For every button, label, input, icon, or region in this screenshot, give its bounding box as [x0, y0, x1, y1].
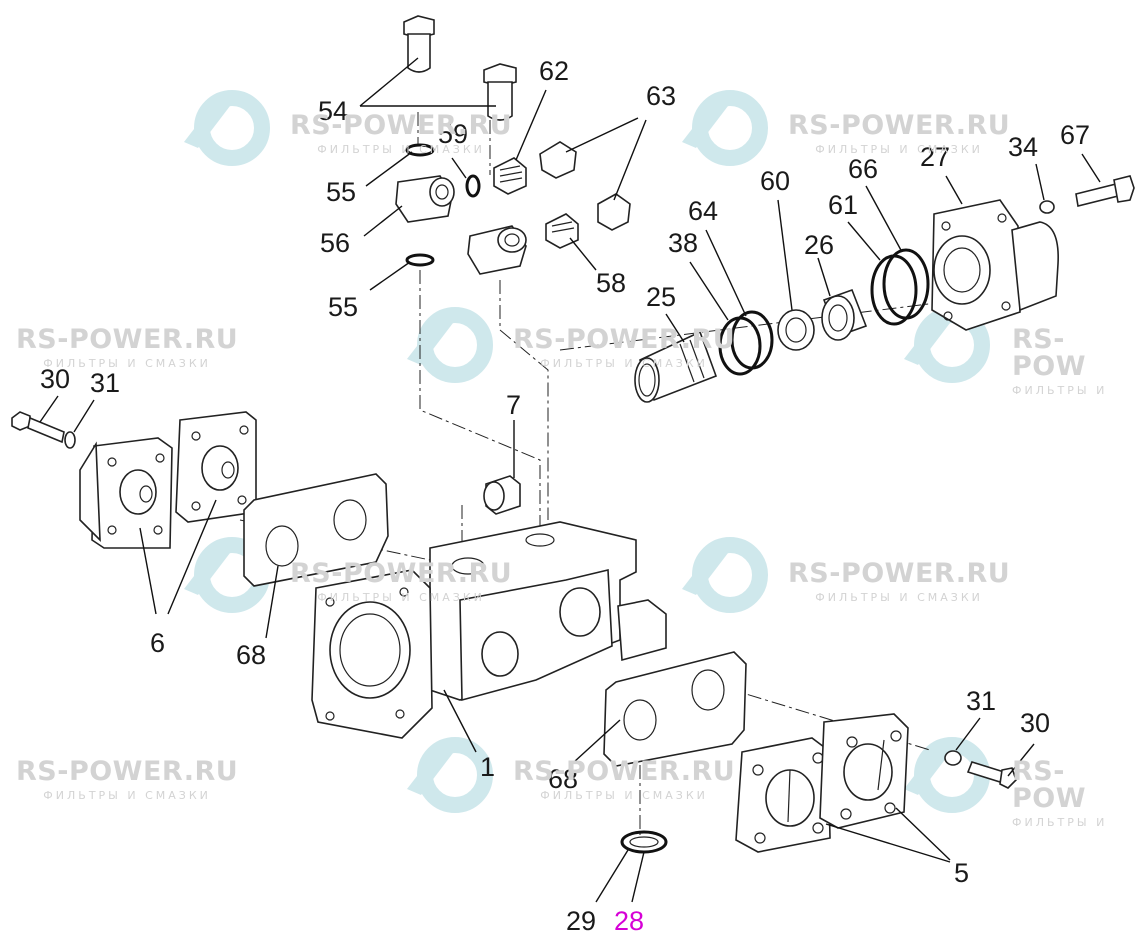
callout-5: 5 — [954, 858, 969, 888]
callout-29: 29 — [566, 906, 596, 936]
end-cover-5-front — [735, 737, 831, 853]
callout-61: 61 — [828, 190, 858, 220]
nut-63-upper — [539, 141, 577, 179]
bolt-30-left — [11, 411, 65, 444]
callout-1: 1 — [480, 752, 495, 782]
watermark-logo-marks — [184, 90, 990, 813]
watermark-logo-icon — [682, 537, 768, 613]
bushing-26 — [821, 288, 868, 341]
cover-27 — [931, 199, 1059, 331]
callout-31-left: 31 — [90, 368, 120, 398]
plug-7 — [483, 475, 521, 515]
bolt-67 — [1075, 175, 1135, 207]
callout-55-upper: 55 — [326, 177, 356, 207]
washer-31-right — [944, 750, 962, 766]
callout-64: 64 — [688, 196, 718, 226]
end-cover-6-inner — [175, 411, 257, 523]
watermark-logo-icon — [184, 90, 270, 166]
callout-30-left: 30 — [40, 364, 70, 394]
bolt-54-right — [483, 63, 517, 121]
callout-68-right: 68 — [548, 764, 578, 794]
callout-67: 67 — [1060, 120, 1090, 150]
callout-30-right: 30 — [1020, 708, 1050, 738]
watermark-logo-icon — [407, 307, 493, 383]
adapter-62 — [493, 157, 527, 195]
callout-58: 58 — [596, 268, 626, 298]
callout-55-lower: 55 — [328, 292, 358, 322]
backup-ring-66 — [882, 248, 930, 320]
o-ring-38 — [718, 316, 762, 376]
bolt-30-right — [966, 761, 1017, 789]
washer-34 — [1039, 200, 1055, 214]
leader-lines — [39, 57, 1101, 903]
watermark-logo-icon — [904, 737, 990, 813]
callout-62: 62 — [539, 56, 569, 86]
backup-ring-64 — [730, 310, 774, 370]
callout-38: 38 — [668, 228, 698, 258]
callout-60: 60 — [760, 166, 790, 196]
watermark-logo-icon — [407, 737, 493, 813]
callout-59: 59 — [438, 119, 468, 149]
callout-7: 7 — [506, 390, 521, 420]
callout-68-left: 68 — [236, 640, 266, 670]
o-ring-55-lower — [405, 253, 435, 267]
bushing-60 — [777, 309, 815, 351]
sleeve-25 — [634, 330, 718, 403]
callout-56: 56 — [320, 228, 350, 258]
callout-labels: 54 62 63 59 55 56 55 58 64 38 25 60 26 6… — [40, 56, 1090, 936]
washer-29-28 — [620, 830, 668, 854]
washer-31-left — [64, 431, 76, 449]
callout-31-right: 31 — [966, 686, 996, 716]
main-housing-1 — [311, 521, 667, 739]
callout-66: 66 — [848, 154, 878, 184]
watermark-logo-icon — [682, 90, 768, 166]
o-ring-55-upper — [405, 143, 435, 157]
bolt-54-left — [403, 15, 435, 73]
end-cover-6-outer — [79, 437, 173, 549]
callout-28[interactable]: 28 — [614, 906, 644, 936]
callout-6: 6 — [150, 628, 165, 658]
callout-25: 25 — [646, 282, 676, 312]
callout-34: 34 — [1008, 132, 1038, 162]
gasket-68-left — [243, 473, 389, 587]
callout-54: 54 — [318, 96, 348, 126]
banjo-fitting-56 — [395, 175, 455, 223]
callout-26: 26 — [804, 230, 834, 260]
callout-63: 63 — [646, 81, 676, 111]
banjo-fitting-lower — [467, 225, 527, 275]
adapter-58 — [545, 213, 579, 249]
gasket-68-right — [603, 651, 747, 767]
o-ring-59 — [465, 174, 481, 198]
end-cover-5-back — [819, 713, 909, 829]
callout-27: 27 — [920, 142, 950, 172]
